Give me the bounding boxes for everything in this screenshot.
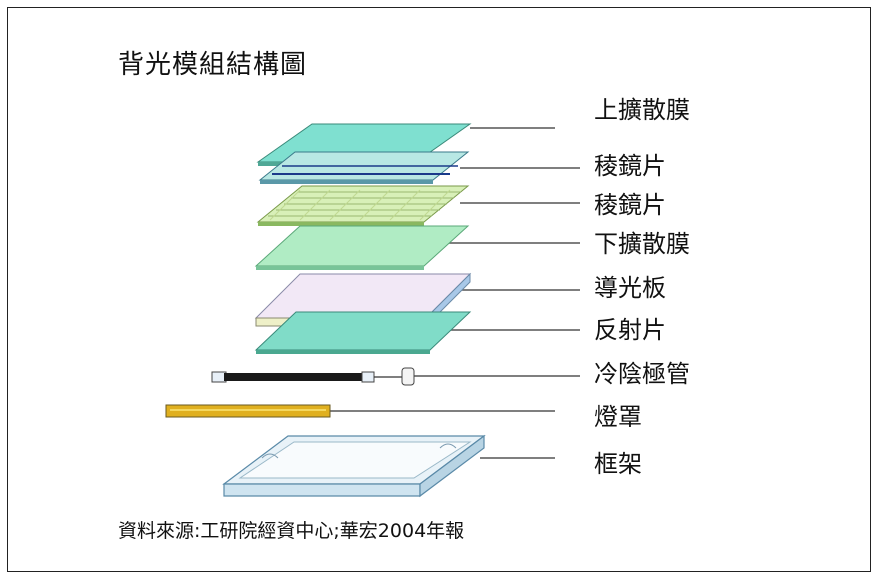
figure-border bbox=[7, 7, 871, 572]
lower-diffuser-sheet bbox=[254, 225, 470, 270]
reflector-sheet bbox=[254, 311, 472, 354]
label-prism-sheet-2: 稜鏡片 bbox=[594, 191, 666, 219]
label-ccfl: 冷陰極管 bbox=[594, 360, 690, 388]
source-note: 資料來源:工研院經資中心;華宏2004年報 bbox=[118, 520, 465, 542]
diagram-title: 背光模組結構圖 bbox=[118, 50, 308, 80]
prism-sheet-1 bbox=[258, 151, 470, 184]
prism-sheet-2 bbox=[256, 185, 470, 226]
label-upper-diffuser: 上擴散膜 bbox=[594, 96, 690, 124]
label-lower-diffuser: 下擴散膜 bbox=[594, 230, 690, 258]
ccfl-lamp bbox=[211, 367, 415, 386]
label-prism-sheet-1: 稜鏡片 bbox=[594, 152, 666, 180]
frame-chassis bbox=[222, 434, 486, 498]
label-frame: 框架 bbox=[594, 450, 642, 478]
label-reflector-sheet: 反射片 bbox=[594, 316, 666, 344]
lamp-reflector bbox=[165, 404, 331, 418]
label-lamp-reflector: 燈罩 bbox=[594, 403, 642, 431]
label-light-guide-plate: 導光板 bbox=[594, 274, 666, 302]
